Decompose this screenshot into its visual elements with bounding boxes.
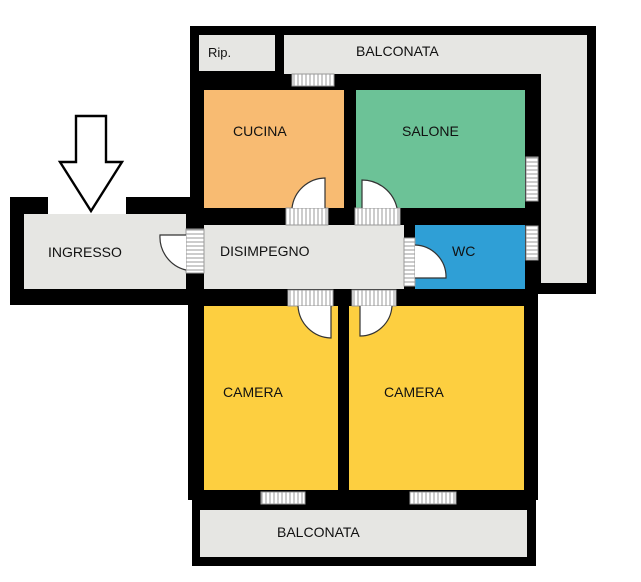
window-bedroom-left (260, 491, 306, 505)
label-living: SALONE (402, 123, 459, 139)
door-entrance-frame (185, 228, 205, 274)
label-hallway: DISIMPEGNO (220, 243, 310, 259)
door-swing-bedroom-left (297, 305, 332, 339)
label-bedroom-right: CAMERA (384, 384, 445, 400)
room-balcony-top (284, 35, 587, 283)
room-ripostiglio (199, 35, 275, 71)
door-swing-kitchen (291, 177, 326, 209)
label-entrance: INGRESSO (48, 244, 122, 260)
room-bedroom-right (349, 306, 524, 490)
door-bedroom-right-frame (351, 289, 397, 307)
door-kitchen-frame (285, 207, 329, 226)
label-balcony-bottom: BALCONATA (277, 524, 360, 540)
room-balcony-bottom (200, 510, 527, 557)
window-bedroom-right (409, 491, 457, 505)
label-kitchen: CUCINA (233, 123, 287, 139)
door-swing-bedroom-right (359, 305, 393, 337)
room-hallway (204, 225, 404, 289)
window-living (525, 156, 539, 202)
label-bathroom: WC (452, 243, 475, 259)
label-balcony-top: BALCONATA (356, 43, 439, 59)
door-swing-entrance (159, 234, 187, 271)
door-living-frame (354, 207, 401, 226)
door-bathroom-frame (403, 237, 416, 287)
label-ripostiglio: Rip. (208, 45, 231, 60)
window-kitchen (291, 73, 335, 87)
door-swing-bathroom (414, 244, 447, 279)
label-bedroom-left: CAMERA (223, 384, 284, 400)
room-bedroom-left (204, 306, 338, 490)
window-bathroom (525, 225, 539, 261)
room-entrance (24, 214, 186, 289)
entrance-arrow-icon (57, 114, 125, 214)
door-bedroom-left-frame (287, 289, 334, 307)
door-swing-living (361, 179, 398, 209)
